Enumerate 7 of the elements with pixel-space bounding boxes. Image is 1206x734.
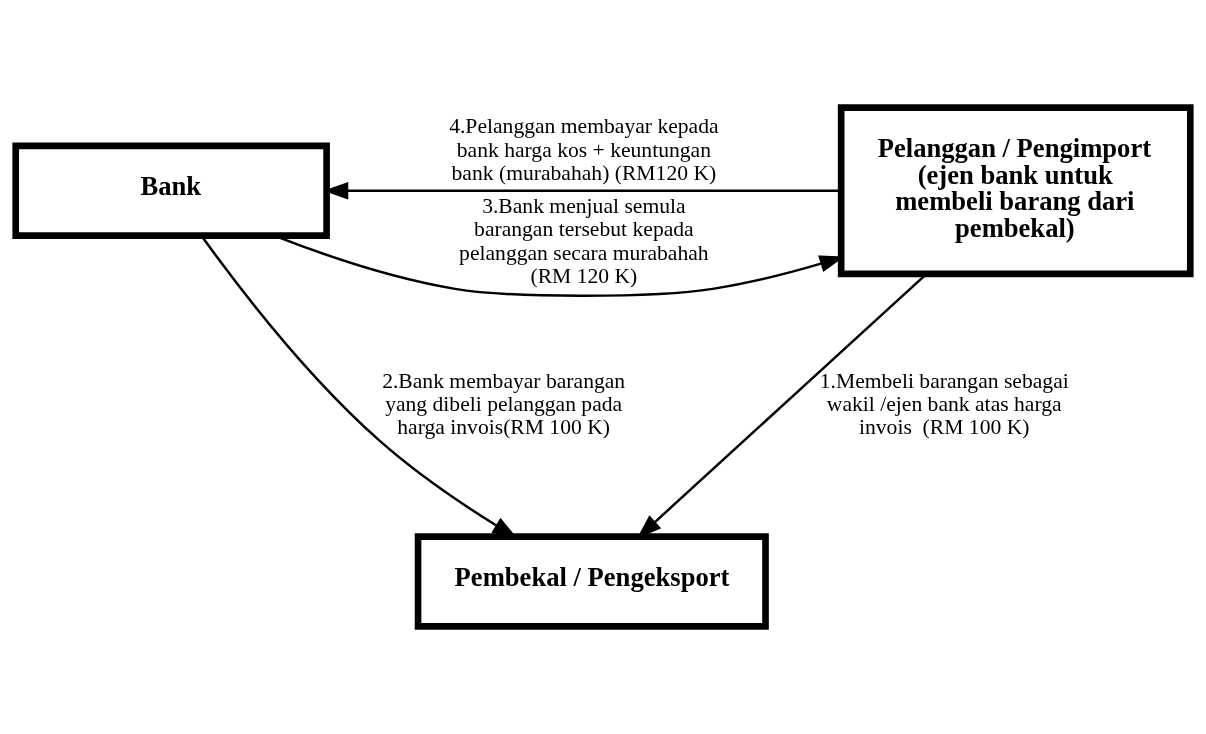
node-box: Pembekal / Pengeksport [414, 533, 769, 630]
edge-label: 2.Bank membayar barangan yang dibeli pelanggan pada harga invois(RM 100 K) [382, 368, 626, 440]
edge-label: 1.Membeli barangan sebagai wakil /ejen bank atas harga invois (RM 100 K) [819, 368, 1069, 440]
edge-label: 4.Pelanggan membayar kepada bank harga kos + keuntungan bank (murabahah) (RM120 K) [449, 114, 719, 185]
edge-label: 3.Bank menjual semula barangan tersebut kepada pelanggan secara murabahah (RM 120 K) [459, 194, 709, 288]
node-box: Bank [12, 142, 330, 239]
node-box: Pelanggan / Pengimport (ejen bank untuk membeli barang dari pembekal) [837, 104, 1194, 278]
